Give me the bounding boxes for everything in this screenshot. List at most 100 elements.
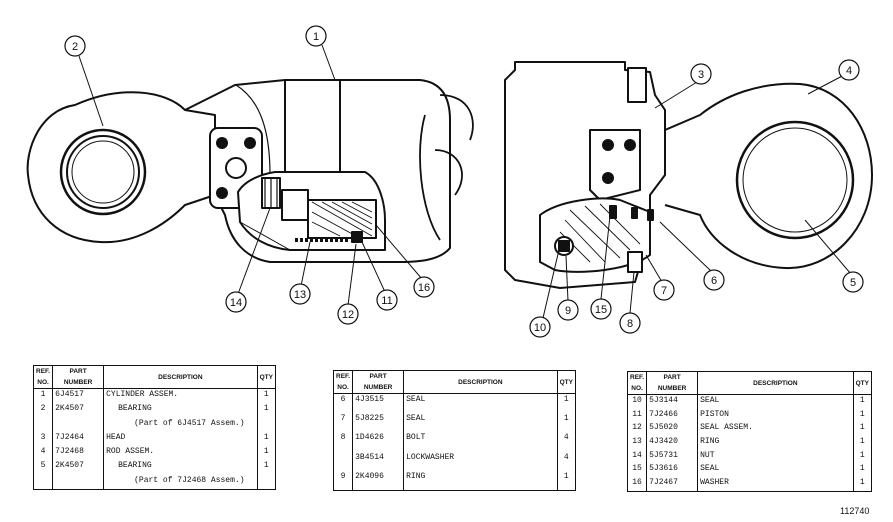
qty-cell: 1: [852, 422, 873, 437]
ref-cell: 16: [626, 477, 648, 493]
part-number-cell: 5J3144: [646, 394, 699, 409]
part-number-cell: 4J3420: [646, 436, 699, 450]
part-number-cell: 7J2468: [52, 446, 105, 461]
cylinder-head: [504, 61, 666, 289]
header-qty: QTY: [256, 365, 277, 389]
description-cell: (Part of 7J2468 Assem.): [103, 474, 258, 490]
description-cell: NUT: [697, 449, 854, 464]
callout-15: 15: [595, 304, 607, 316]
callout-4: 4: [846, 65, 852, 77]
callout-9: 9: [565, 305, 571, 317]
drawing-number: 112740: [840, 506, 870, 516]
description-cell: SEAL: [403, 393, 558, 414]
header-qty: QTY: [852, 371, 873, 395]
description-cell: LOCKWASHER: [403, 451, 558, 471]
qty-cell: 1: [852, 408, 873, 423]
part-number-cell: 2K4096: [352, 470, 405, 491]
qty-cell: 1: [852, 477, 873, 493]
description-cell: BEARING: [103, 460, 258, 475]
header-ref: REF. NO.: [626, 371, 648, 395]
callout-16: 16: [418, 282, 430, 294]
header-part-number: PART NUMBER: [352, 370, 405, 394]
description-cell: HEAD: [103, 431, 258, 447]
header-part-number: PART NUMBER: [52, 365, 105, 389]
header-description: DESCRIPTION: [103, 365, 258, 389]
ref-cell: 2: [32, 403, 54, 418]
qty-cell: 1: [256, 403, 277, 418]
ref-cell: 14: [626, 449, 648, 464]
callout-6: 6: [711, 275, 717, 287]
qty-cell: 1: [852, 449, 873, 464]
part-number-cell: 2K4507: [52, 460, 105, 475]
header-ref: REF. NO.: [32, 365, 54, 389]
description-cell: SEAL: [697, 394, 854, 409]
ref-cell: 6: [332, 393, 354, 414]
part-number-cell: 7J2467: [646, 477, 699, 493]
ref-cell: [32, 417, 54, 432]
ref-cell: 5: [32, 460, 54, 475]
part-number-cell: 5J5731: [646, 449, 699, 464]
callout-11: 11: [381, 295, 392, 307]
part-number-cell: [52, 417, 105, 432]
header-description: DESCRIPTION: [697, 371, 854, 395]
description-cell: RING: [403, 470, 558, 491]
part-number-cell: 7J2464: [52, 431, 105, 447]
part-number-cell: 1D4626: [352, 432, 405, 452]
cylinder-eye-end: [26, 91, 216, 244]
header-ref: REF. NO.: [332, 370, 354, 394]
ref-cell: 7: [332, 413, 354, 433]
description-cell: SEAL: [697, 463, 854, 478]
ref-cell: 8: [332, 432, 354, 452]
part-number-cell: 3B4514: [352, 451, 405, 471]
ref-cell: [332, 451, 354, 471]
cylinder-exploded-drawing: 1 2 3 4 5 6 7 8 9 10 11 12 13 14 15 16: [26, 25, 873, 338]
description-cell: (Part of 6J4517 Assem.): [103, 417, 258, 432]
qty-cell: 1: [852, 463, 873, 478]
qty-cell: [256, 417, 277, 432]
part-number-cell: 6J4517: [52, 388, 105, 404]
header-part-number: PART NUMBER: [646, 371, 699, 395]
callout-10: 10: [534, 322, 546, 334]
ref-cell: 4: [32, 446, 54, 461]
qty-cell: 1: [852, 394, 873, 409]
table-row: (Part of 7J2468 Assem.): [32, 474, 277, 490]
ref-cell: 11: [626, 408, 648, 423]
part-number-cell: 7J2466: [646, 408, 699, 423]
cylinder-cutaway: [237, 171, 386, 251]
callout-2: 2: [72, 41, 78, 53]
ref-cell: [32, 474, 54, 490]
ref-cell: 15: [626, 463, 648, 478]
ref-cell: 1: [32, 388, 54, 404]
ref-cell: 9: [332, 470, 354, 491]
description-cell: CYLINDER ASSEM.: [103, 388, 258, 404]
ref-cell: 12: [626, 422, 648, 437]
connecting-link: [419, 94, 474, 241]
ref-cell: 3: [32, 431, 54, 447]
qty-cell: 1: [256, 431, 277, 447]
callout-12: 12: [342, 309, 354, 321]
qty-cell: 1: [256, 460, 277, 475]
part-number-cell: [52, 474, 105, 490]
header-qty: QTY: [556, 370, 577, 394]
description-cell: RING: [697, 436, 854, 450]
ref-cell: 10: [626, 394, 648, 409]
header-description: DESCRIPTION: [403, 370, 558, 394]
qty-cell: 4: [556, 451, 577, 471]
part-number-cell: 5J5020: [646, 422, 699, 437]
